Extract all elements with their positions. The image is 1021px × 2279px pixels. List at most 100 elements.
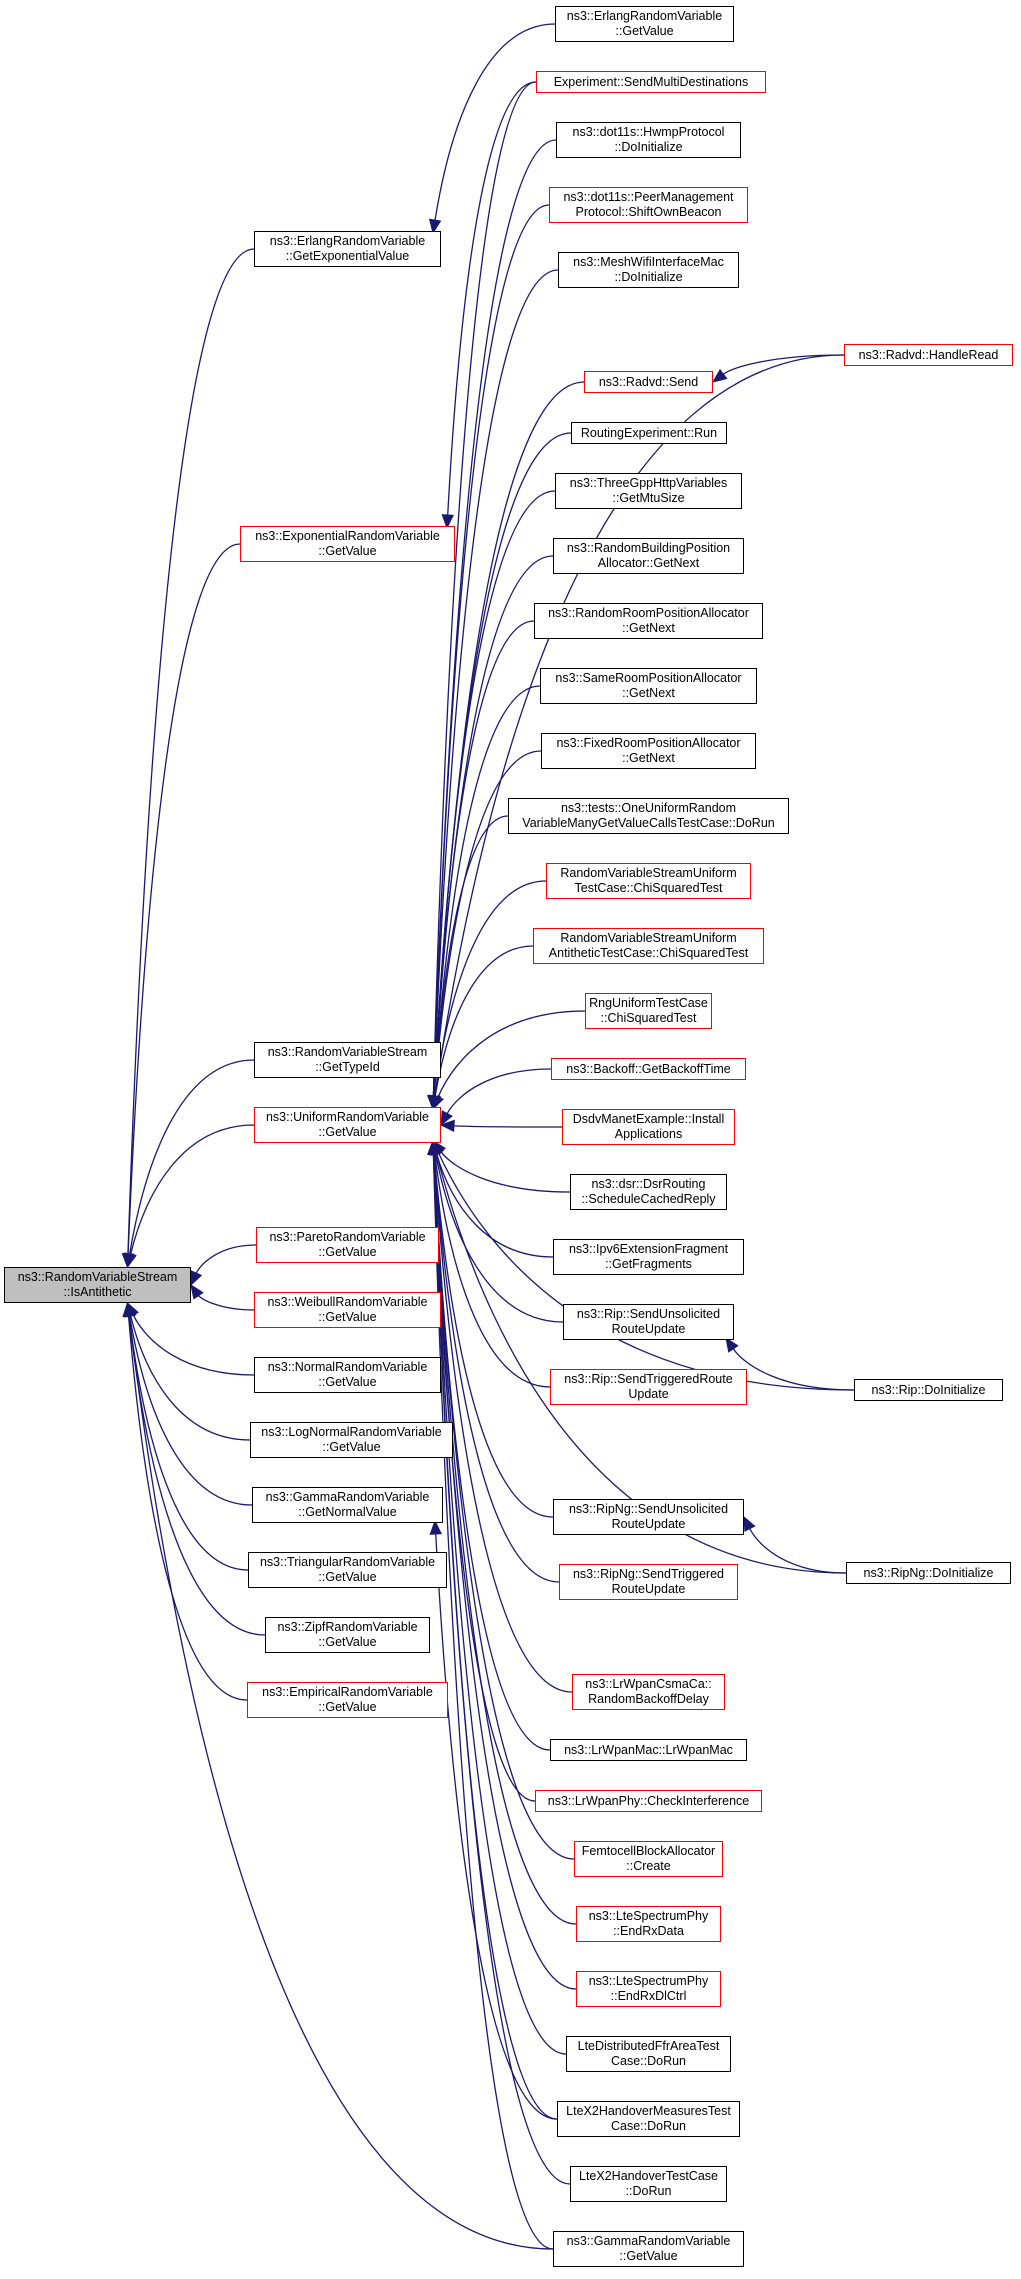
edge-rng_chi-to-uniform-arrowhead: [432, 1094, 445, 1111]
node-label-line2: ::GetNext: [622, 686, 675, 700]
node-rnguniformtestcase-chisquaredtest[interactable]: RngUniformTestCase ::ChiSquaredTest: [585, 993, 712, 1029]
edge-erlang_exp-to-focus: [127, 248, 255, 1256]
node-label-line1: ns3::MeshWifiInterfaceMac: [573, 255, 724, 269]
node-label-line2: ::DoInitialize: [614, 140, 683, 154]
node-hwmpprotocol-doinitialize[interactable]: ns3::dot11s::HwmpProtocol ::DoInitialize: [556, 122, 741, 158]
node-exponential-getvalue[interactable]: ns3::ExponentialRandomVariable ::GetValu…: [240, 526, 455, 562]
node-label-line1: ns3::LteSpectrumPhy: [588, 1909, 709, 1923]
node-label-line2: ::GetNext: [622, 621, 675, 635]
node-ltespectrumphy-endrxdata[interactable]: ns3::LteSpectrumPhy ::EndRxData: [576, 1906, 721, 1942]
node-lognormal-getvalue[interactable]: ns3::LogNormalRandomVariable ::GetValue: [250, 1422, 453, 1458]
node-dsdvmanetexample-installapplications[interactable]: DsdvManetExample::Install Applications: [562, 1109, 735, 1145]
node-rvsuniform-antithetic-chisquaredtest[interactable]: RandomVariableStreamUniform AntitheticTe…: [533, 928, 764, 964]
node-backoff-getbackofftime[interactable]: ns3::Backoff::GetBackoffTime: [551, 1058, 746, 1080]
node-label-line1: ns3::RipNg::DoInitialize: [863, 1565, 994, 1580]
node-weibull-getvalue[interactable]: ns3::WeibullRandomVariable ::GetValue: [254, 1292, 441, 1328]
node-normal-getvalue[interactable]: ns3::NormalRandomVariable ::GetValue: [254, 1357, 441, 1393]
node-label-line1: ns3::Radvd::Send: [598, 374, 699, 389]
node-label-line2: ::DoRun: [625, 2184, 672, 2198]
node-uniform-getvalue[interactable]: ns3::UniformRandomVariable ::GetValue: [254, 1107, 441, 1143]
node-label-line2: VariableManyGetValueCallsTestCase::DoRun: [522, 816, 775, 830]
node-rip-sendunsolicitedrouteupdate[interactable]: ns3::Rip::SendUnsolicited RouteUpdate: [563, 1304, 734, 1340]
node-rvs-gettypeid[interactable]: ns3::RandomVariableStream ::GetTypeId: [254, 1042, 441, 1078]
node-ltedistributedffrareatestcase-dorun[interactable]: LteDistributedFfrAreaTest Case::DoRun: [566, 2036, 731, 2072]
node-label-line1: ns3::RipNg::SendTriggered: [572, 1567, 724, 1581]
edge-femtocell-to-uniform: [432, 1152, 575, 1860]
edge-normal_get-to-focus: [132, 1313, 255, 1376]
edge-radvd-handle-to-send-arrowhead: [711, 368, 728, 383]
node-oneuniformrandom-dorun[interactable]: ns3::tests::OneUniformRandom VariableMan…: [508, 798, 789, 834]
node-zipf-getvalue[interactable]: ns3::ZipfRandomVariable ::GetValue: [265, 1617, 430, 1653]
node-label-line2: ::GetValue: [619, 2249, 678, 2263]
node-erlang-getvalue[interactable]: ns3::ErlangRandomVariable ::GetValue: [555, 6, 734, 42]
edge-radvd_handle-to-uniform: [434, 354, 845, 1098]
node-dsrrouting-schedulecachedreply[interactable]: ns3::dsr::DsrRouting ::ScheduleCachedRep…: [570, 1174, 727, 1210]
node-sameroompositionallocator-getnext[interactable]: ns3::SameRoomPositionAllocator ::GetNext: [540, 668, 757, 704]
node-randombuildingposition-getnext[interactable]: ns3::RandomBuildingPosition Allocator::G…: [553, 538, 744, 574]
node-pareto-getvalue[interactable]: ns3::ParetoRandomVariable ::GetValue: [256, 1227, 439, 1263]
node-experiment-sendmultidestinations[interactable]: Experiment::SendMultiDestinations: [536, 71, 766, 93]
node-routingexperiment-run[interactable]: RoutingExperiment::Run: [571, 422, 727, 444]
node-ltex2handovertestcase-dorun[interactable]: LteX2HandoverTestCase ::DoRun: [570, 2166, 727, 2202]
node-lrwpanmac-lrwpanmac[interactable]: ns3::LrWpanMac::LrWpanMac: [550, 1739, 747, 1761]
edge-dsdv-to-uniform-arrowhead: [439, 1119, 455, 1133]
node-ltespectrumphy-endrxdlctrl[interactable]: ns3::LteSpectrumPhy ::EndRxDlCtrl: [576, 1971, 721, 2007]
node-peermanagement-shiftownbeacon[interactable]: ns3::dot11s::PeerManagement Protocol::Sh…: [549, 187, 748, 223]
edge-send_multi-to-uniform: [432, 81, 537, 1098]
node-radvd-send[interactable]: ns3::Radvd::Send: [584, 371, 713, 393]
node-rvsuniform-chisquaredtest[interactable]: RandomVariableStreamUniform TestCase::Ch…: [546, 863, 751, 899]
node-lrwpanphy-checkinterference[interactable]: ns3::LrWpanPhy::CheckInterference: [535, 1790, 762, 1812]
node-triangular-getvalue[interactable]: ns3::TriangularRandomVariable ::GetValue: [248, 1552, 447, 1588]
edge-ripng_unsol-to-uniform: [433, 1152, 554, 1518]
node-label-line2: ::DoInitialize: [614, 270, 683, 284]
node-ipv6extensionfragment-getfragments[interactable]: ns3::Ipv6ExtensionFragment ::GetFragment…: [553, 1239, 744, 1275]
node-femtocellblockallocator-create[interactable]: FemtocellBlockAllocator ::Create: [574, 1841, 723, 1877]
node-label-line1: DsdvManetExample::Install: [572, 1112, 725, 1126]
node-label-line2: ::GetValue: [318, 1635, 377, 1649]
edge-pareto_get-to-focus: [195, 1244, 257, 1275]
node-label-line1: RandomVariableStreamUniform: [560, 866, 737, 880]
edge-ltex2_ho-to-uniform: [432, 1152, 571, 2185]
edge-rip-init-to-unsol-arrowhead: [725, 1336, 739, 1353]
node-label-line2: ::GetValue: [615, 24, 674, 38]
node-gamma-getvalue[interactable]: ns3::GammaRandomVariable ::GetValue: [553, 2231, 744, 2267]
node-empirical-getvalue[interactable]: ns3::EmpiricalRandomVariable ::GetValue: [247, 1682, 448, 1718]
node-ripng-doinitialize[interactable]: ns3::RipNg::DoInitialize: [846, 1562, 1011, 1584]
node-ltex2handovermeasurestestcase-dorun[interactable]: LteX2HandoverMeasuresTest Case::DoRun: [557, 2101, 740, 2137]
node-radvd-handleread[interactable]: ns3::Radvd::HandleRead: [844, 344, 1013, 366]
edge-backoff-to-uniform: [446, 1068, 552, 1115]
node-label-line2: ::GetNext: [622, 751, 675, 765]
edge-weibull_get-to-focus: [197, 1294, 255, 1311]
node-label-line2: TestCase::ChiSquaredTest: [574, 881, 723, 895]
node-rip-sendtriggeredrouteupdate[interactable]: ns3::Rip::SendTriggeredRoute Update: [550, 1369, 747, 1405]
node-label-line1: ns3::GammaRandomVariable: [265, 1490, 430, 1504]
node-erlang-getexponentialvalue[interactable]: ns3::ErlangRandomVariable ::GetExponenti…: [254, 231, 441, 267]
node-meshwifiinterfacemac-doinitialize[interactable]: ns3::MeshWifiInterfaceMac ::DoInitialize: [558, 252, 739, 288]
edge-lognormal_get-to-focus: [129, 1314, 251, 1441]
node-ripng-sendtriggeredrouteupdate[interactable]: ns3::RipNg::SendTriggered RouteUpdate: [559, 1564, 738, 1600]
node-label-line1: ns3::UniformRandomVariable: [265, 1110, 430, 1124]
edge-ripng-init-to-unsol: [748, 1527, 847, 1574]
node-lrwpancsmaca-randombackoffdelay[interactable]: ns3::LrWpanCsmaCa:: RandomBackoffDelay: [572, 1674, 725, 1710]
node-threegpphttpvariables-getmtusize[interactable]: ns3::ThreeGppHttpVariables ::GetMtuSize: [555, 473, 742, 509]
edge-erlang-get-to-erlang-exp: [434, 23, 556, 222]
node-label-line2: AntitheticTestCase::ChiSquaredTest: [548, 946, 749, 960]
edge-gamma_normal-to-focus: [128, 1314, 253, 1506]
node-randomroompositionallocator-getnext[interactable]: ns3::RandomRoomPositionAllocator ::GetNe…: [534, 603, 763, 639]
edge-rand_room-to-uniform: [433, 620, 535, 1098]
node-label-line1: ns3::LrWpanMac::LrWpanMac: [564, 1742, 733, 1757]
node-label-line2: Case::DoRun: [610, 2054, 687, 2068]
node-fixedroompositionallocator-getnext[interactable]: ns3::FixedRoomPositionAllocator ::GetNex…: [541, 733, 756, 769]
node-label-line1: LteX2HandoverTestCase: [579, 2169, 718, 2183]
node-rip-doinitialize[interactable]: ns3::Rip::DoInitialize: [854, 1379, 1003, 1401]
node-label-line2: Allocator::GetNext: [597, 556, 700, 570]
edge-triangular_get-to-focus: [128, 1314, 249, 1571]
node-ripng-sendunsolicitedrouteupdate[interactable]: ns3::RipNg::SendUnsolicited RouteUpdate: [553, 1499, 744, 1535]
node-label-line1: ns3::RandomRoomPositionAllocator: [548, 606, 749, 620]
edge-gamma_get-to-uniform: [432, 1152, 554, 2250]
node-gamma-getnormalvalue[interactable]: ns3::GammaRandomVariable ::GetNormalValu…: [252, 1487, 443, 1523]
node-label-line1: ns3::dot11s::HwmpProtocol: [572, 125, 725, 139]
node-label-line1: ns3::RandomVariableStream: [17, 1270, 178, 1284]
edge-uniform_get-to-focus-arrowhead: [124, 1252, 137, 1269]
